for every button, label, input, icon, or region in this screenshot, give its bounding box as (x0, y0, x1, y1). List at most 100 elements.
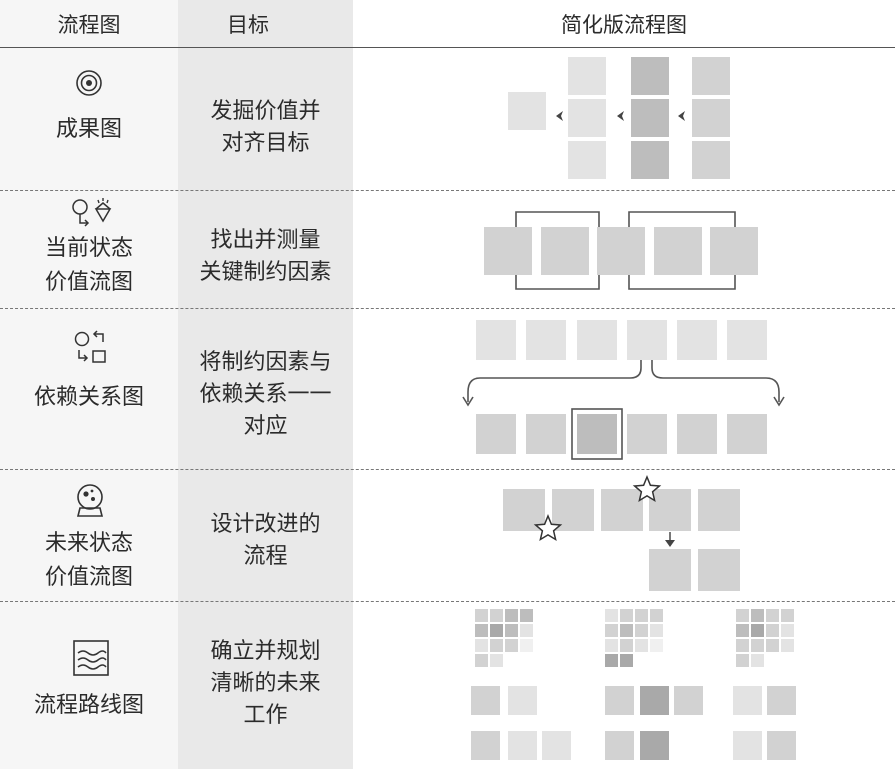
roadmap-cell (736, 609, 749, 622)
roadmap-cell (736, 624, 749, 637)
roadmap-cell (781, 609, 794, 622)
roadmap-cell (751, 639, 764, 652)
row1-goal-line: 对齐目标 (221, 131, 310, 156)
process-box (541, 227, 589, 275)
process-box (649, 489, 691, 531)
row3-goal-line: 将制约因素与 (199, 350, 332, 375)
row2-name: 当前状态 价值流图 (0, 232, 178, 300)
process-box (508, 731, 537, 760)
header-rule (0, 47, 895, 48)
roadmap-cell (520, 624, 533, 637)
row2-goal-line: 找出并测量 (210, 228, 321, 253)
process-box (568, 57, 606, 95)
process-box (484, 227, 532, 275)
header-flowchart: 流程图 (57, 13, 121, 37)
process-box (677, 414, 717, 454)
process-box (767, 731, 796, 760)
roadmap-cell (650, 624, 663, 637)
goal-column-background (178, 0, 353, 769)
roadmap-cell (736, 654, 749, 667)
process-box (605, 731, 634, 760)
roadmap-cell (490, 624, 503, 637)
process-box (526, 320, 566, 360)
process-box (727, 320, 767, 360)
row4-goal-line: 流程 (243, 544, 288, 569)
row3-name-line: 依赖关系图 (33, 385, 144, 410)
roadmap-cell (635, 609, 648, 622)
roadmap-cell (650, 609, 663, 622)
row3-goal-line: 对应 (243, 414, 288, 439)
row-separator (0, 601, 895, 602)
header-simplified-flowchart: 简化版流程图 (561, 13, 687, 37)
arrow-head (773, 396, 785, 407)
current-state-icon (72, 198, 112, 227)
process-box (677, 320, 717, 360)
roadmap-cell (475, 609, 488, 622)
roadmap-cell (766, 639, 779, 652)
process-box (631, 141, 669, 179)
roadmap-cell (505, 639, 518, 652)
roadmap-cell (505, 624, 518, 637)
process-box (631, 57, 669, 95)
row5-name-line: 流程路线图 (33, 693, 144, 718)
row5-goal-line: 工作 (243, 703, 288, 728)
process-box (692, 57, 730, 95)
row4-name: 未来状态 价值流图 (0, 527, 178, 595)
process-box (674, 686, 703, 715)
target-icon (76, 70, 102, 96)
process-box (542, 731, 571, 760)
arrow-head (462, 396, 474, 407)
roadmap-cell (781, 624, 794, 637)
row3-goal: 将制约因素与 依赖关系一一 对应 (178, 347, 353, 443)
roadmap-cell (475, 624, 488, 637)
roadmap-cell (736, 639, 749, 652)
roadmap-cell (490, 654, 503, 667)
row2-name-line: 当前状态 (44, 236, 133, 261)
roadmap-cell (766, 624, 779, 637)
roadmap-cell (620, 639, 633, 652)
process-box (601, 489, 643, 531)
process-box (692, 141, 730, 179)
process-box (698, 489, 740, 531)
improvement-star-icon (533, 514, 563, 542)
process-box (552, 489, 594, 531)
process-box (733, 731, 762, 760)
row1-goal-line: 发掘价值并 (210, 99, 321, 124)
bracket-line (628, 211, 736, 227)
row5-goal-line: 清晰的未来 (210, 671, 321, 696)
roadmap-cell (751, 609, 764, 622)
process-box (605, 686, 634, 715)
row5-name: 流程路线图 (0, 689, 178, 723)
improvement-star-icon (632, 475, 662, 503)
row1-goal: 发掘价值并 对齐目标 (178, 96, 353, 160)
process-box (640, 731, 669, 760)
process-box (640, 686, 669, 715)
row4-name-line: 未来状态 (44, 531, 133, 556)
roadmap-cell (605, 609, 618, 622)
row4-name-line: 价值流图 (44, 565, 133, 590)
process-box (654, 227, 702, 275)
dependency-icon (74, 330, 106, 363)
roadmap-cell (620, 609, 633, 622)
process-box (508, 686, 537, 715)
row3-goal-line: 依赖关系一一 (199, 382, 332, 407)
row2-goal-line: 关键制约因素 (199, 260, 332, 285)
process-box (508, 92, 546, 130)
row-separator (0, 469, 895, 470)
bracket-line (628, 274, 736, 290)
roadmap-cell (490, 609, 503, 622)
bracket-line (515, 274, 600, 290)
process-box (577, 414, 617, 454)
process-box (727, 414, 767, 454)
arrow-head (678, 111, 685, 121)
roadmap-cell (751, 624, 764, 637)
roadmap-cell (605, 654, 618, 667)
process-box (692, 99, 730, 137)
process-box (577, 320, 617, 360)
roadmap-cell (620, 654, 633, 667)
roadmap-cell (635, 624, 648, 637)
header-goal: 目标 (227, 13, 269, 37)
process-box (471, 686, 500, 715)
row5-goal: 确立并规划 清晰的未来 工作 (178, 636, 353, 732)
